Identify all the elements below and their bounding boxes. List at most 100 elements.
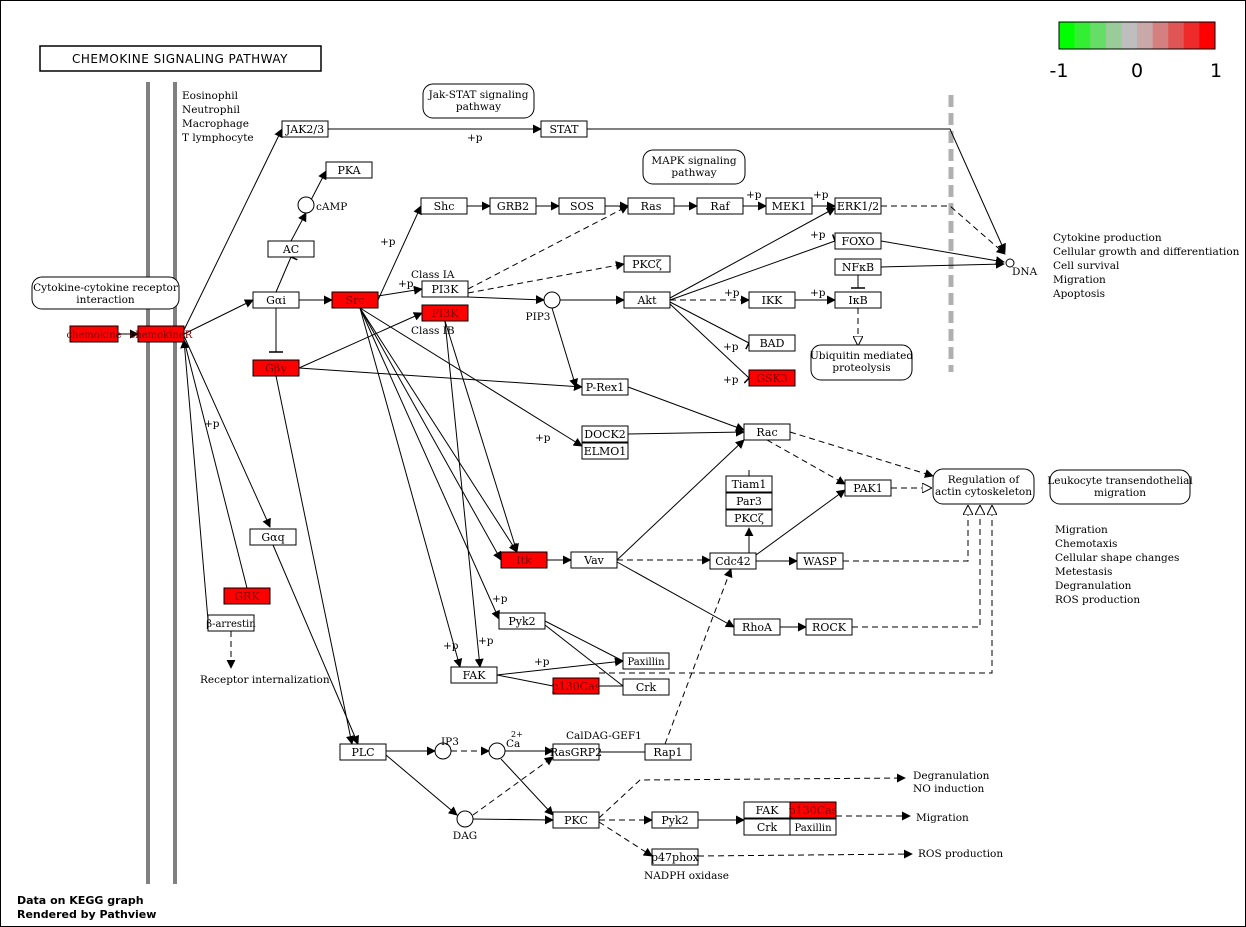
- gene-pkc[interactable]: PKC: [552, 811, 600, 829]
- compound-camp[interactable]: cAMP: [297, 196, 347, 214]
- compound-ip3[interactable]: IP3: [434, 736, 459, 760]
- gene-grb2[interactable]: GRB2: [489, 197, 537, 215]
- edge: [359, 307, 518, 553]
- outcome-cell-shape: Cellular shape changes: [1055, 552, 1179, 564]
- pathway-label: Leukocyte transendothelial: [1047, 475, 1193, 487]
- gene-erk[interactable]: ERK1/2: [834, 197, 882, 215]
- gene-rock[interactable]: ROCK: [805, 618, 853, 636]
- gene-ras[interactable]: Ras: [627, 197, 675, 215]
- gene-sos[interactable]: SOS: [558, 197, 606, 215]
- pathway-label: pathway: [456, 101, 501, 113]
- gene-ac[interactable]: AC: [267, 240, 315, 258]
- phospho-label: +p: [810, 229, 826, 241]
- compound-dag[interactable]: DAG: [453, 810, 477, 842]
- gene-pi3k1[interactable]: PI3K: [421, 280, 469, 298]
- gene-gsk3[interactable]: GSK3: [748, 369, 796, 387]
- footer-line-1: Data on KEGG graph: [17, 894, 144, 907]
- edge: [298, 312, 423, 369]
- edge: [669, 303, 755, 384]
- gene-itk[interactable]: Itk: [500, 551, 548, 569]
- gene-tiam1[interactable]: Tiam1: [725, 475, 773, 493]
- gene-fak2[interactable]: FAK: [743, 801, 791, 819]
- gene-pak1[interactable]: PAK1: [844, 479, 892, 497]
- gene-raf[interactable]: Raf: [696, 197, 744, 215]
- gene-p130a[interactable]: p130Cas: [552, 677, 601, 695]
- compound-dna[interactable]: DNA: [1005, 258, 1038, 278]
- compound-ca[interactable]: Ca: [488, 738, 520, 760]
- gene-cdc42[interactable]: Cdc42: [709, 552, 757, 570]
- gene-shc[interactable]: Shc: [420, 197, 468, 215]
- gene-label: WASP: [803, 555, 837, 568]
- gene-crk[interactable]: Crk: [622, 678, 670, 696]
- gene-label: FAK: [756, 804, 780, 817]
- gene-paxillin[interactable]: Paxillin: [622, 652, 670, 670]
- edge: [669, 301, 753, 350]
- gene-paxillin2[interactable]: Paxillin: [789, 818, 837, 836]
- gene-p47[interactable]: p47phox: [651, 848, 700, 866]
- label-ca-superscript: 2+: [511, 730, 523, 739]
- gene-elmo1[interactable]: ELMO1: [581, 442, 629, 460]
- gene-pkcz[interactable]: PKCζ: [623, 255, 671, 273]
- gene-label: PI3K: [432, 283, 460, 296]
- gene-src[interactable]: Src: [331, 291, 379, 309]
- gene-wasp[interactable]: WASP: [796, 552, 844, 570]
- gene-label: BAD: [760, 337, 785, 350]
- gene-pyk2a[interactable]: Pyk2: [498, 612, 546, 630]
- gene-rhoa[interactable]: RhoA: [733, 618, 781, 636]
- gene-gby[interactable]: Gβγ: [252, 359, 300, 377]
- gene-label: Tiam1: [732, 478, 767, 491]
- gene-p130b[interactable]: p130Cas: [789, 801, 838, 819]
- gene-label: Cdc42: [715, 555, 751, 568]
- gene-vav[interactable]: Vav: [570, 551, 618, 569]
- compound-pip3[interactable]: PIP3: [526, 291, 561, 323]
- gene-rasgrp2[interactable]: RasGRP2: [550, 743, 602, 761]
- gene-pkcz2[interactable]: PKCζ: [725, 509, 773, 527]
- edge: [183, 128, 283, 331]
- edge: [616, 439, 745, 561]
- actin-outcomes: Migration Chemotaxis Cellular shape chan…: [1055, 524, 1179, 606]
- gene-akt[interactable]: Akt: [623, 291, 671, 309]
- gene-crk2[interactable]: Crk: [743, 818, 791, 836]
- gene-pi3k2[interactable]: PI3K: [421, 304, 469, 322]
- compound-label: IP3: [441, 736, 459, 748]
- gene-rac[interactable]: Rac: [743, 423, 791, 441]
- legend-swatch: [1183, 22, 1200, 49]
- gene-label: Raf: [710, 200, 730, 213]
- gene-mek[interactable]: MEK1: [765, 197, 813, 215]
- gene-dock2[interactable]: DOCK2: [581, 425, 629, 443]
- gene-fak[interactable]: FAK: [450, 666, 498, 684]
- gene-grk[interactable]: GRK: [223, 587, 271, 605]
- outcome-metastasis: Metestasis: [1055, 566, 1112, 578]
- gene-gai[interactable]: Gαi: [252, 291, 300, 309]
- edge: [544, 624, 624, 687]
- gene-jak[interactable]: JAK2/3: [281, 120, 329, 138]
- gene-ikb[interactable]: IκB: [834, 291, 882, 309]
- gene-barr[interactable]: β-arrestin: [206, 614, 256, 632]
- gene-pyk2b[interactable]: Pyk2: [651, 811, 699, 829]
- gene-plc[interactable]: PLC: [339, 743, 387, 761]
- label-nadph-oxidase: NADPH oxidase: [644, 870, 729, 882]
- gene-prex[interactable]: P-Rex1: [581, 378, 629, 396]
- gene-chemokine[interactable]: chemokine: [66, 325, 122, 343]
- edge: [275, 253, 298, 293]
- gene-ikk[interactable]: IKK: [748, 291, 796, 309]
- gene-bad[interactable]: BAD: [748, 334, 796, 352]
- gene-pka[interactable]: PKA: [325, 161, 373, 179]
- gene-gaq[interactable]: Gαq: [249, 528, 297, 546]
- gene-nfkb[interactable]: NFκB: [834, 258, 882, 276]
- gene-par3[interactable]: Par3: [725, 492, 773, 510]
- gene-stat[interactable]: STAT: [540, 120, 588, 138]
- gene-chemokineR[interactable]: chemokineR: [130, 325, 193, 343]
- color-legend: -1 0 1: [1050, 21, 1222, 82]
- cell-type-eosinophil: Eosinophil: [182, 90, 239, 102]
- gene-foxo[interactable]: FOXO: [834, 232, 882, 250]
- gene-label: AC: [282, 243, 299, 256]
- gene-rap1[interactable]: Rap1: [644, 743, 692, 761]
- gene-label: IKK: [762, 294, 784, 307]
